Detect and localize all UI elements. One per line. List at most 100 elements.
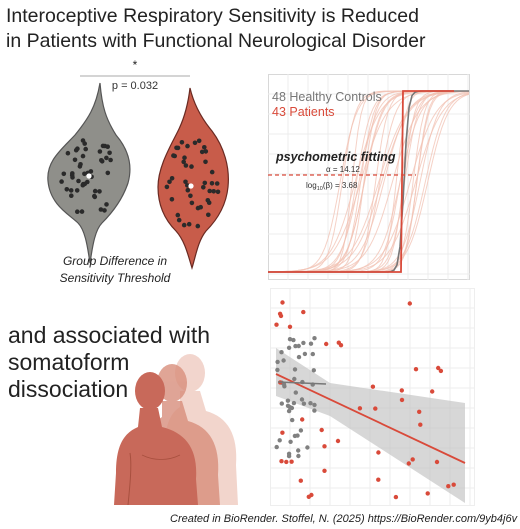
patient-point (407, 301, 412, 306)
patient-dot (185, 187, 191, 193)
control-point (293, 390, 298, 395)
patient-point (413, 367, 419, 372)
control-dot (69, 193, 74, 198)
patient-point (298, 478, 303, 483)
control-median (86, 173, 92, 179)
association-line-1: and associated with (8, 322, 211, 348)
p-value: p = 0.032 (112, 80, 158, 92)
patient-dot (185, 183, 190, 188)
control-point (286, 345, 292, 350)
control-point (308, 401, 313, 406)
headline-line-2: in Patients with Functional Neurological… (6, 30, 426, 52)
control-point (292, 376, 297, 382)
patient-dot (199, 149, 205, 155)
violin-patients (157, 87, 229, 271)
patient-dot (175, 145, 181, 151)
patient-point (446, 484, 451, 489)
scatter-panel (270, 288, 475, 506)
control-dot (92, 188, 98, 194)
patient-point (336, 340, 341, 345)
control-dot (82, 171, 87, 177)
patient-dot (215, 189, 221, 195)
patient-dot (167, 179, 172, 185)
control-dot (68, 188, 74, 193)
control-dot (80, 153, 86, 159)
control-point (288, 439, 293, 444)
control-dot (61, 171, 67, 177)
control-point (296, 453, 301, 459)
patient-dot (207, 188, 212, 194)
patient-dot (169, 197, 175, 202)
patient-point (436, 365, 441, 371)
control-point (287, 337, 293, 342)
association-text: and associated with somatoform dissociat… (8, 322, 218, 403)
control-point (293, 343, 298, 349)
control-dot (65, 150, 71, 156)
control-point (286, 408, 292, 414)
patient-point (410, 457, 415, 462)
control-point (282, 384, 287, 389)
patient-point (438, 368, 444, 374)
patient-point (309, 492, 314, 498)
patient-dot (202, 180, 208, 186)
patient-dot (169, 176, 175, 181)
patient-point (425, 491, 430, 496)
control-point (296, 354, 302, 360)
control-dot (80, 138, 86, 143)
patient-point (373, 406, 378, 411)
control-dot (102, 208, 107, 213)
control-dot (59, 179, 64, 184)
control-dot (75, 209, 80, 214)
patient-dot (171, 153, 176, 158)
headline: Interoceptive Respiratory Sensitivity is… (6, 4, 516, 54)
control-dot (74, 188, 80, 193)
control-point (277, 438, 282, 443)
dissociation-figure (114, 354, 238, 505)
patient-point (370, 384, 376, 389)
confidence-band (276, 348, 465, 503)
control-dot (105, 170, 111, 176)
patient-dot (214, 181, 220, 186)
control-dot (108, 157, 113, 163)
control-dot (79, 209, 85, 214)
patient-point (376, 450, 381, 455)
control-dot (76, 178, 81, 184)
patient-dot (189, 200, 195, 206)
patient-dot (203, 159, 208, 165)
figure-main (114, 372, 198, 505)
patient-point (274, 322, 279, 327)
patient-dot (195, 205, 201, 211)
control-dot (104, 155, 109, 161)
control-dot (107, 150, 112, 156)
control-point (274, 444, 279, 450)
patient-point (289, 459, 294, 464)
control-dot (99, 158, 104, 163)
control-point (296, 448, 301, 453)
control-point (301, 340, 306, 346)
significance-star: * (133, 58, 138, 72)
patient-point (399, 397, 405, 403)
control-point (312, 336, 317, 341)
patient-dot (183, 163, 189, 168)
patient-point (300, 417, 305, 422)
patient-point (393, 494, 399, 500)
patient-point (324, 341, 329, 347)
control-point (279, 401, 284, 406)
control-point (296, 343, 301, 349)
figure-arm-line (127, 452, 132, 505)
patient-point (417, 409, 422, 414)
patient-point (451, 482, 456, 487)
control-point (298, 428, 304, 433)
psychometric-panel: 48 Healthy Controls 43 Patients psychome… (268, 74, 470, 280)
control-point (295, 433, 300, 438)
patient-point (376, 477, 381, 482)
patient-dot (206, 212, 211, 218)
patient-dot (211, 189, 216, 194)
patient-dot (186, 221, 192, 227)
patient-point (399, 388, 404, 393)
control-point (311, 368, 316, 373)
patient-point (357, 406, 363, 411)
violin-caption-line-2: Sensitivity Threshold (60, 271, 171, 285)
control-dot (73, 147, 79, 153)
control-point (305, 445, 310, 450)
